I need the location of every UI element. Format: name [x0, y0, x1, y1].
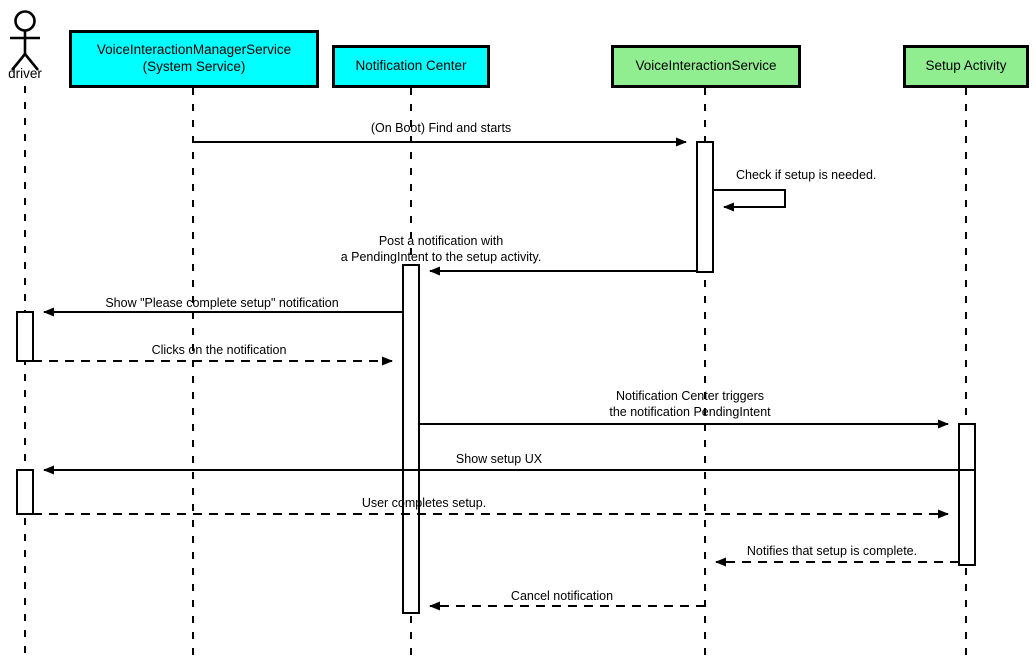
activation-bar-notification_center [402, 264, 420, 614]
actor-driver-icon [10, 10, 40, 71]
message-label-msg-9: Notifies that setup is complete. [746, 544, 918, 558]
message-label-msg-2: Check if setup is needed. [736, 168, 877, 182]
actor-driver-label: driver [8, 66, 42, 81]
message-label-msg-3: Post a notification with a PendingIntent… [340, 234, 542, 264]
message-label-msg-1: (On Boot) Find and starts [370, 121, 512, 135]
activation-bar-driver [16, 311, 34, 362]
message-label-msg-8: User completes setup. [361, 496, 487, 510]
message-label-msg-7: Show setup UX [455, 452, 543, 466]
participant-box-vims[interactable]: VoiceInteractionManagerService (System S… [69, 30, 319, 88]
activation-bars-group [16, 141, 976, 614]
activation-bar-setup_activity [958, 423, 976, 566]
activation-bar-vis [696, 141, 714, 273]
message-line-msg-2 [713, 189, 786, 212]
message-label-msg-5: Clicks on the notification [151, 343, 287, 357]
message-arrows-group [33, 137, 975, 611]
participant-box-voice-interaction-service[interactable]: VoiceInteractionService [611, 45, 801, 88]
participant-box-setup-activity[interactable]: Setup Activity [903, 45, 1029, 88]
message-label-msg-6: Notification Center triggers the notific… [609, 389, 771, 419]
participant-box-notification-center[interactable]: Notification Center [332, 45, 490, 88]
message-label-msg-10: Cancel notification [510, 589, 614, 603]
activation-bar-driver [16, 469, 34, 515]
message-label-msg-4: Show "Please complete setup" notificatio… [105, 296, 339, 310]
